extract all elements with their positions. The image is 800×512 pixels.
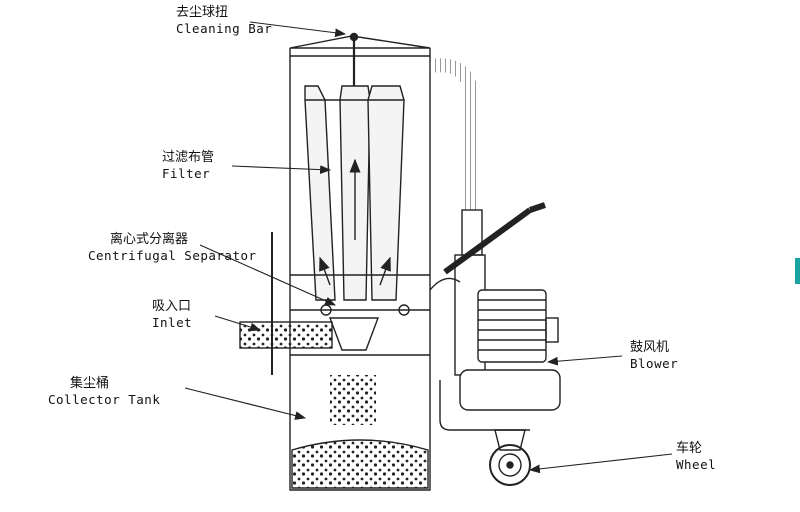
label-wheel: 车轮 Wheel (676, 441, 716, 473)
housing-outline (289, 48, 431, 491)
leader-wheel (528, 453, 673, 474)
label-blower: 鼓风机 Blower (630, 340, 678, 372)
cleaning-bar-knob (349, 32, 359, 42)
leader-collector (184, 387, 307, 420)
label-collector: 集尘桶 Collector Tank (48, 376, 160, 408)
flex-hose (428, 58, 480, 211)
cyclone-cone (328, 317, 380, 351)
label-en: Filter (162, 166, 211, 181)
label-en: Inlet (152, 315, 193, 330)
label-en: Wheel (676, 457, 717, 472)
blower-body (459, 289, 561, 411)
edge-accent (795, 258, 800, 284)
leader-cleaning-bar (249, 21, 347, 38)
label-filter: 过滤布管 Filter (162, 150, 214, 182)
label-zh: 离心式分离器 (110, 232, 189, 247)
label-cleaning-bar: 去尘球扭 Cleaning Bar (176, 5, 272, 37)
housing-lid (289, 35, 431, 49)
label-zh: 过滤布管 (162, 150, 215, 165)
dust-pile (291, 439, 429, 489)
label-en: Cleaning Bar (176, 21, 273, 36)
leader-filter (231, 165, 332, 174)
label-zh: 集尘桶 (70, 376, 110, 391)
label-inlet: 吸入口 Inlet (152, 299, 192, 331)
label-separator: 离心式分离器 Centrifugal Separator (88, 232, 257, 264)
label-zh: 鼓风机 (630, 340, 670, 355)
label-zh: 去尘球扭 (176, 5, 229, 20)
inlet-pipe (239, 321, 333, 349)
label-zh: 吸入口 (152, 299, 192, 314)
filter-bags (304, 85, 405, 301)
label-en: Collector Tank (48, 392, 161, 407)
label-en: Centrifugal Separator (88, 248, 257, 263)
leader-inlet (214, 315, 262, 332)
label-en: Blower (630, 356, 679, 371)
leader-separator (199, 244, 337, 306)
label-zh: 车轮 (676, 441, 703, 456)
leader-blower (546, 355, 623, 366)
